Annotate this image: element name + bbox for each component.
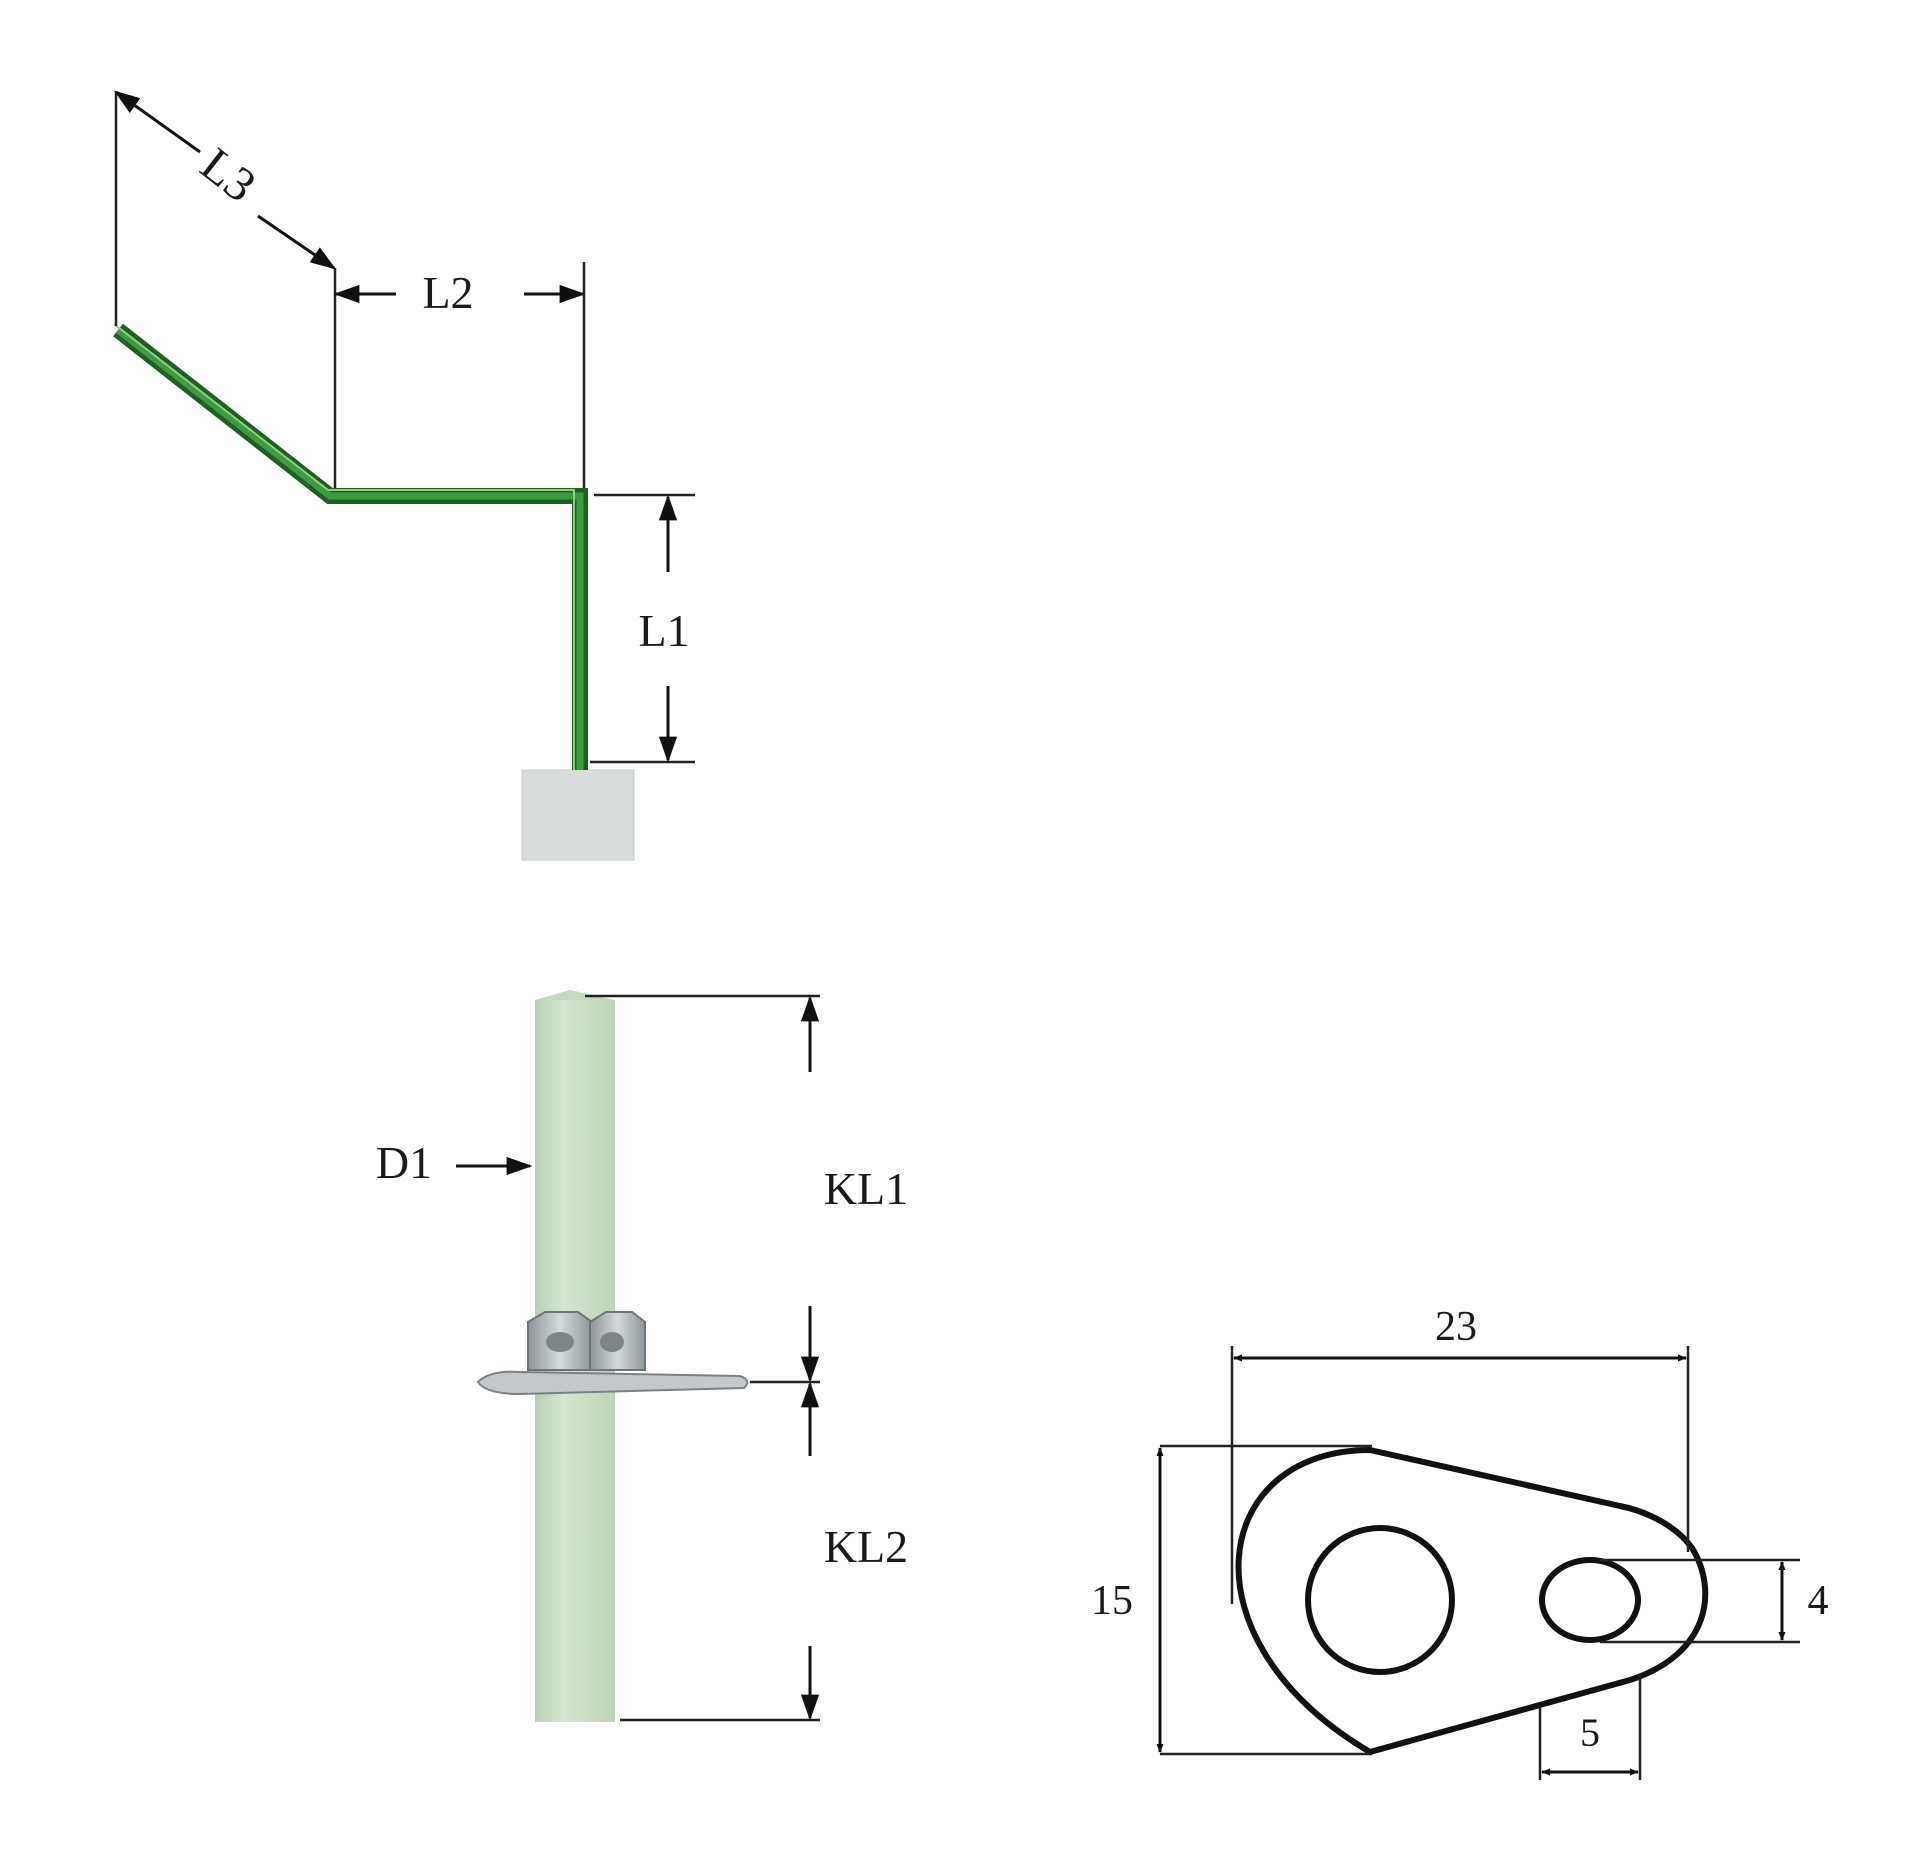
l2-label: L2 (422, 267, 473, 318)
l3-arrow-upper (113, 90, 201, 154)
bracket-outline (1235, 1447, 1709, 1755)
bracket-large-hole (1305, 1525, 1455, 1675)
rod-tip (535, 990, 615, 1000)
l3-arrow-lower (257, 214, 337, 270)
bent-wire-edge (113, 323, 575, 770)
mounting-washer (476, 1370, 749, 1396)
height-label: 15 (1091, 1578, 1133, 1624)
mounting-bracket: 23 15 4 5 (1091, 1304, 1829, 1780)
insulator-block (521, 769, 635, 861)
mounting-nut (527, 1311, 646, 1371)
kl2-label: KL2 (824, 1521, 908, 1572)
bent-electrode: L3 L2 L1 (113, 90, 695, 861)
hole-height-label: 4 (1808, 1578, 1829, 1624)
l1-label: L1 (638, 605, 689, 656)
rod-electrode: KL1 KL2 D1 (376, 990, 908, 1722)
bent-wire (113, 323, 588, 770)
d1-label: D1 (376, 1137, 432, 1188)
bent-wire-highlight (115, 327, 584, 770)
width-label: 23 (1435, 1304, 1477, 1350)
hole-offset-label: 5 (1580, 1710, 1600, 1755)
l3-label: L3 (191, 138, 266, 213)
bracket-small-hole (1539, 1557, 1641, 1643)
kl1-label: KL1 (824, 1163, 908, 1214)
